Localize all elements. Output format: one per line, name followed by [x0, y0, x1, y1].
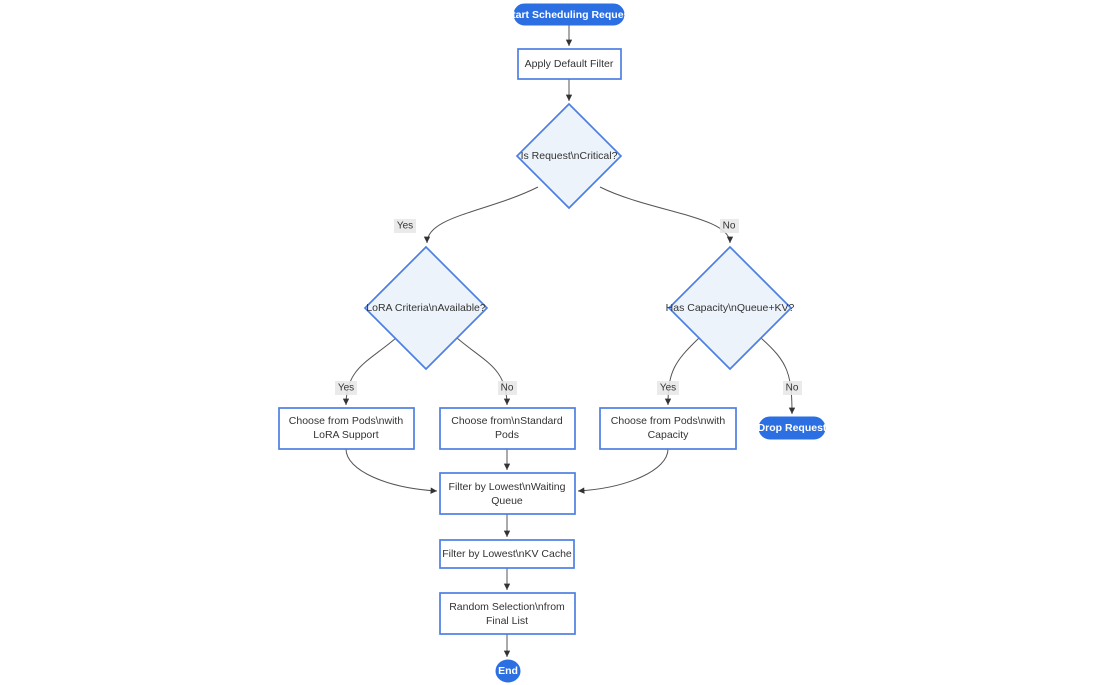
edge-label-bg: [498, 381, 517, 395]
filter-queue-shape: [439, 472, 576, 515]
choose-lora-line1: Choose from Pods\nwith: [289, 415, 404, 427]
lora-criteria-label: LoRA Criteria\nAvailable?: [366, 302, 486, 314]
choose-capacity-shape: [599, 407, 737, 450]
end-node-shape: [495, 659, 521, 683]
edge-label-critical-yes: Yes: [394, 219, 416, 233]
choose-capacity-line1: Choose from Pods\nwith: [611, 415, 726, 427]
edge-label-capacity-yes: Yes: [657, 381, 679, 395]
apply-filter-shape: [517, 48, 622, 80]
node-choose-capacity-pods: Choose from Pods\nwith Capacity: [599, 407, 737, 450]
node-has-capacity: Has Capacity\nQueue+KV?: [666, 245, 795, 371]
choose-lora-shape: [278, 407, 415, 450]
choose-standard-line1: Choose from\nStandard: [451, 415, 563, 427]
edge-is-critical-yes-to-lora: [423, 186, 539, 244]
edge-label-bg: [335, 381, 357, 395]
start-node-shape: [513, 3, 625, 26]
edge-label-bg: [657, 381, 679, 395]
edge-label-text: No: [723, 221, 736, 232]
node-filter-kv-cache: Filter by Lowest\nKV Cache: [439, 539, 575, 569]
edge-choose-capacity-to-filter-queue: [577, 448, 669, 494]
edge-is-critical-no-to-capacity: [599, 186, 734, 244]
choose-lora-line2: LoRA Support: [313, 429, 378, 441]
node-lora-criteria-available: LoRA Criteria\nAvailable?: [363, 245, 489, 371]
end-node-label: End: [498, 665, 518, 677]
is-critical-label: Is Request\nCritical?: [521, 150, 618, 162]
has-capacity-shape: [667, 245, 793, 371]
edge-label-bg: [394, 219, 416, 233]
node-start: Start Scheduling Request: [505, 3, 633, 26]
filter-kv-shape: [439, 539, 575, 569]
random-selection-line1: Random Selection\nfrom: [449, 601, 565, 613]
edge-labels: Yes No Yes No Yes No: [335, 219, 802, 395]
choose-standard-line2: Pods: [495, 429, 519, 441]
edge-label-critical-no: No: [720, 219, 739, 233]
filter-queue-line2: Queue: [491, 495, 523, 507]
node-drop-request: Drop Request: [758, 416, 827, 440]
has-capacity-label: Has Capacity\nQueue+KV?: [666, 302, 795, 314]
edges: [342, 25, 796, 657]
edge-capacity-yes-to-choose-capacity: [664, 337, 700, 406]
random-selection-shape: [439, 592, 576, 635]
edge-label-bg: [783, 381, 802, 395]
edge-label-capacity-no: No: [783, 381, 802, 395]
filter-kv-label: Filter by Lowest\nKV Cache: [442, 548, 572, 560]
filter-queue-line1: Filter by Lowest\nWaiting: [449, 481, 566, 493]
edge-label-text: Yes: [338, 383, 354, 394]
edge-label-text: Yes: [660, 383, 676, 394]
drop-request-shape: [758, 416, 826, 440]
edge-label-text: No: [786, 383, 799, 394]
random-selection-line2: Final List: [486, 615, 528, 627]
edge-label-text: Yes: [397, 221, 413, 232]
node-filter-waiting-queue: Filter by Lowest\nWaiting Queue: [439, 472, 576, 515]
edge-label-text: No: [501, 383, 514, 394]
edge-label-lora-yes: Yes: [335, 381, 357, 395]
edge-label-bg: [720, 219, 739, 233]
choose-standard-shape: [439, 407, 576, 450]
lora-criteria-shape: [363, 245, 489, 371]
node-end: End: [495, 659, 521, 683]
is-critical-shape: [515, 102, 623, 210]
node-random-selection: Random Selection\nfrom Final List: [439, 592, 576, 635]
node-apply-default-filter: Apply Default Filter: [517, 48, 622, 80]
drop-request-label: Drop Request: [758, 422, 827, 434]
choose-capacity-line2: Capacity: [648, 429, 690, 441]
edge-choose-lora-to-filter-queue: [345, 448, 438, 494]
node-choose-standard-pods: Choose from\nStandard Pods: [439, 407, 576, 450]
start-node-label: Start Scheduling Request: [505, 9, 633, 21]
edge-capacity-no-to-drop-request: [760, 337, 796, 415]
node-choose-lora-pods: Choose from Pods\nwith LoRA Support: [278, 407, 415, 450]
edge-label-lora-no: No: [498, 381, 517, 395]
apply-filter-label: Apply Default Filter: [525, 58, 614, 70]
node-is-request-critical: Is Request\nCritical?: [515, 102, 623, 210]
nodes: Start Scheduling Request Apply Default F…: [278, 3, 827, 683]
